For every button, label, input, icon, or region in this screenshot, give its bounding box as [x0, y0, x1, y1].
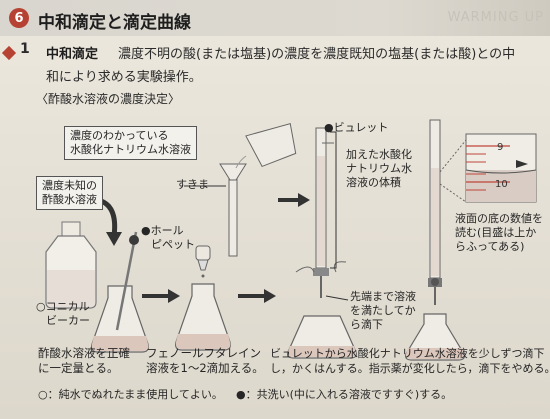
naoh-callout-line-1: 濃度のわかっている	[70, 129, 169, 142]
dropper-icon	[195, 245, 211, 278]
scale-label-top: 9	[497, 142, 503, 153]
step-1-line-2: に一定量とる。	[38, 361, 119, 375]
pipette-bulb-icon	[129, 235, 139, 245]
meniscus-line-3: らふってある)	[455, 240, 525, 253]
unknown-acid-callout: 濃度未知の 酢酸水溶液	[36, 176, 103, 210]
burette-scale-magnified-icon	[465, 133, 537, 203]
tip-line-3: ら滴下	[350, 318, 383, 331]
step-3-line-2: し，かくはんする。指示薬が変化したら，滴下をやめる。	[270, 362, 550, 375]
added-volume-line-3: 溶液の体積	[346, 176, 401, 189]
step-arrow-2-icon	[264, 289, 276, 303]
tip-line-2: を満たしてか	[350, 304, 416, 317]
watermark-text: WARMING UP	[447, 10, 544, 25]
meniscus-line-2: 読む(目盛は上か	[455, 226, 537, 239]
section-title: 中和滴定と滴定曲線	[38, 13, 191, 33]
added-volume-label: 加えた水酸化 ナトリウム水 溶液の体積	[346, 148, 412, 190]
footnote-open-circle: ○：純水でぬれたまま使用してよい。	[38, 388, 223, 401]
unknown-callout-line-2: 酢酸水溶液	[42, 193, 97, 206]
item-number: 1	[20, 41, 30, 57]
step-arrow-1-icon	[168, 289, 180, 303]
conical-line-2: ビーカー	[46, 314, 90, 327]
burette-second-icon	[428, 119, 442, 305]
meniscus-note: 液面の底の数値を 読む(目盛は上か らふってある)	[455, 212, 543, 254]
step-2-line-2: 溶液を1〜2滴加える。	[146, 361, 264, 375]
scale-label-bottom: 10	[495, 179, 508, 190]
conical-beaker-2-icon	[175, 283, 231, 351]
hole-pipette-line-2: ピペット	[151, 238, 195, 251]
hole-pipette-line-1: ●ホール	[141, 224, 184, 237]
tip-line-1: 先端まで溶液	[350, 290, 416, 303]
added-volume-line-2: ナトリウム水	[346, 162, 412, 175]
buret-label: ●ビュレット	[324, 121, 389, 134]
conical-beaker-4-icon	[405, 313, 465, 361]
footnote-filled-circle: ●：共洗い(中に入れる溶液ですすぐ)する。	[236, 388, 453, 401]
definition-line-1: 濃度不明の酸(または塩基)の濃度を濃度既知の塩基(または酸)との中	[118, 47, 516, 62]
step-1-line-1: 酢酸水溶液を正確	[38, 346, 130, 360]
section-header: 6 中和滴定と滴定曲線 WARMING UP	[0, 0, 550, 36]
pipette-tube-icon	[115, 231, 138, 331]
step-2-line-1: フェノールフタレイン	[146, 346, 261, 360]
naoh-callout-line-2: 水酸化ナトリウム水溶液	[70, 143, 191, 156]
step-1-caption: 酢酸水溶液を正確 に一定量とる。	[38, 346, 130, 376]
unknown-callout-line-1: 濃度未知の	[42, 179, 97, 192]
gap-label: すきま	[176, 178, 209, 191]
burette-main-icon	[313, 127, 334, 298]
subheading: 〈酢酸水溶液の濃度決定〉	[36, 92, 181, 106]
naoh-solution-callout: 濃度のわかっている 水酸化ナトリウム水溶液	[64, 126, 197, 160]
conical-beaker-3-icon	[287, 315, 357, 359]
step-arrow-3-icon	[298, 193, 310, 207]
step-3-line-1: ビュレットから水酸化ナトリウム水溶液を少しずつ滴下	[270, 347, 545, 360]
hole-pipette-label: ●ホール ピペット	[141, 224, 195, 252]
reagent-bottle-icon	[45, 221, 97, 309]
section-number-badge: 6	[9, 8, 29, 28]
definition-line-2: 和により求める実験操作。	[46, 70, 202, 85]
added-volume-line-1: 加えた水酸化	[346, 148, 412, 161]
conical-beaker-label: ○コニカル ビーカー	[36, 300, 90, 328]
tip-fill-note: 先端まで溶液 を満たしてか ら滴下	[350, 290, 416, 332]
step-2-caption: フェノールフタレイン 溶液を1〜2滴加える。	[146, 346, 264, 376]
conical-line-1: ○コニカル	[36, 300, 90, 313]
burette-filling-icon	[219, 122, 297, 257]
meniscus-line-1: 液面の底の数値を	[455, 212, 543, 225]
step-3-caption: ビュレットから水酸化ナトリウム水溶液を少しずつ滴下 し，かくはんする。指示薬が変…	[270, 346, 550, 376]
term-heading: 中和滴定	[46, 47, 99, 62]
